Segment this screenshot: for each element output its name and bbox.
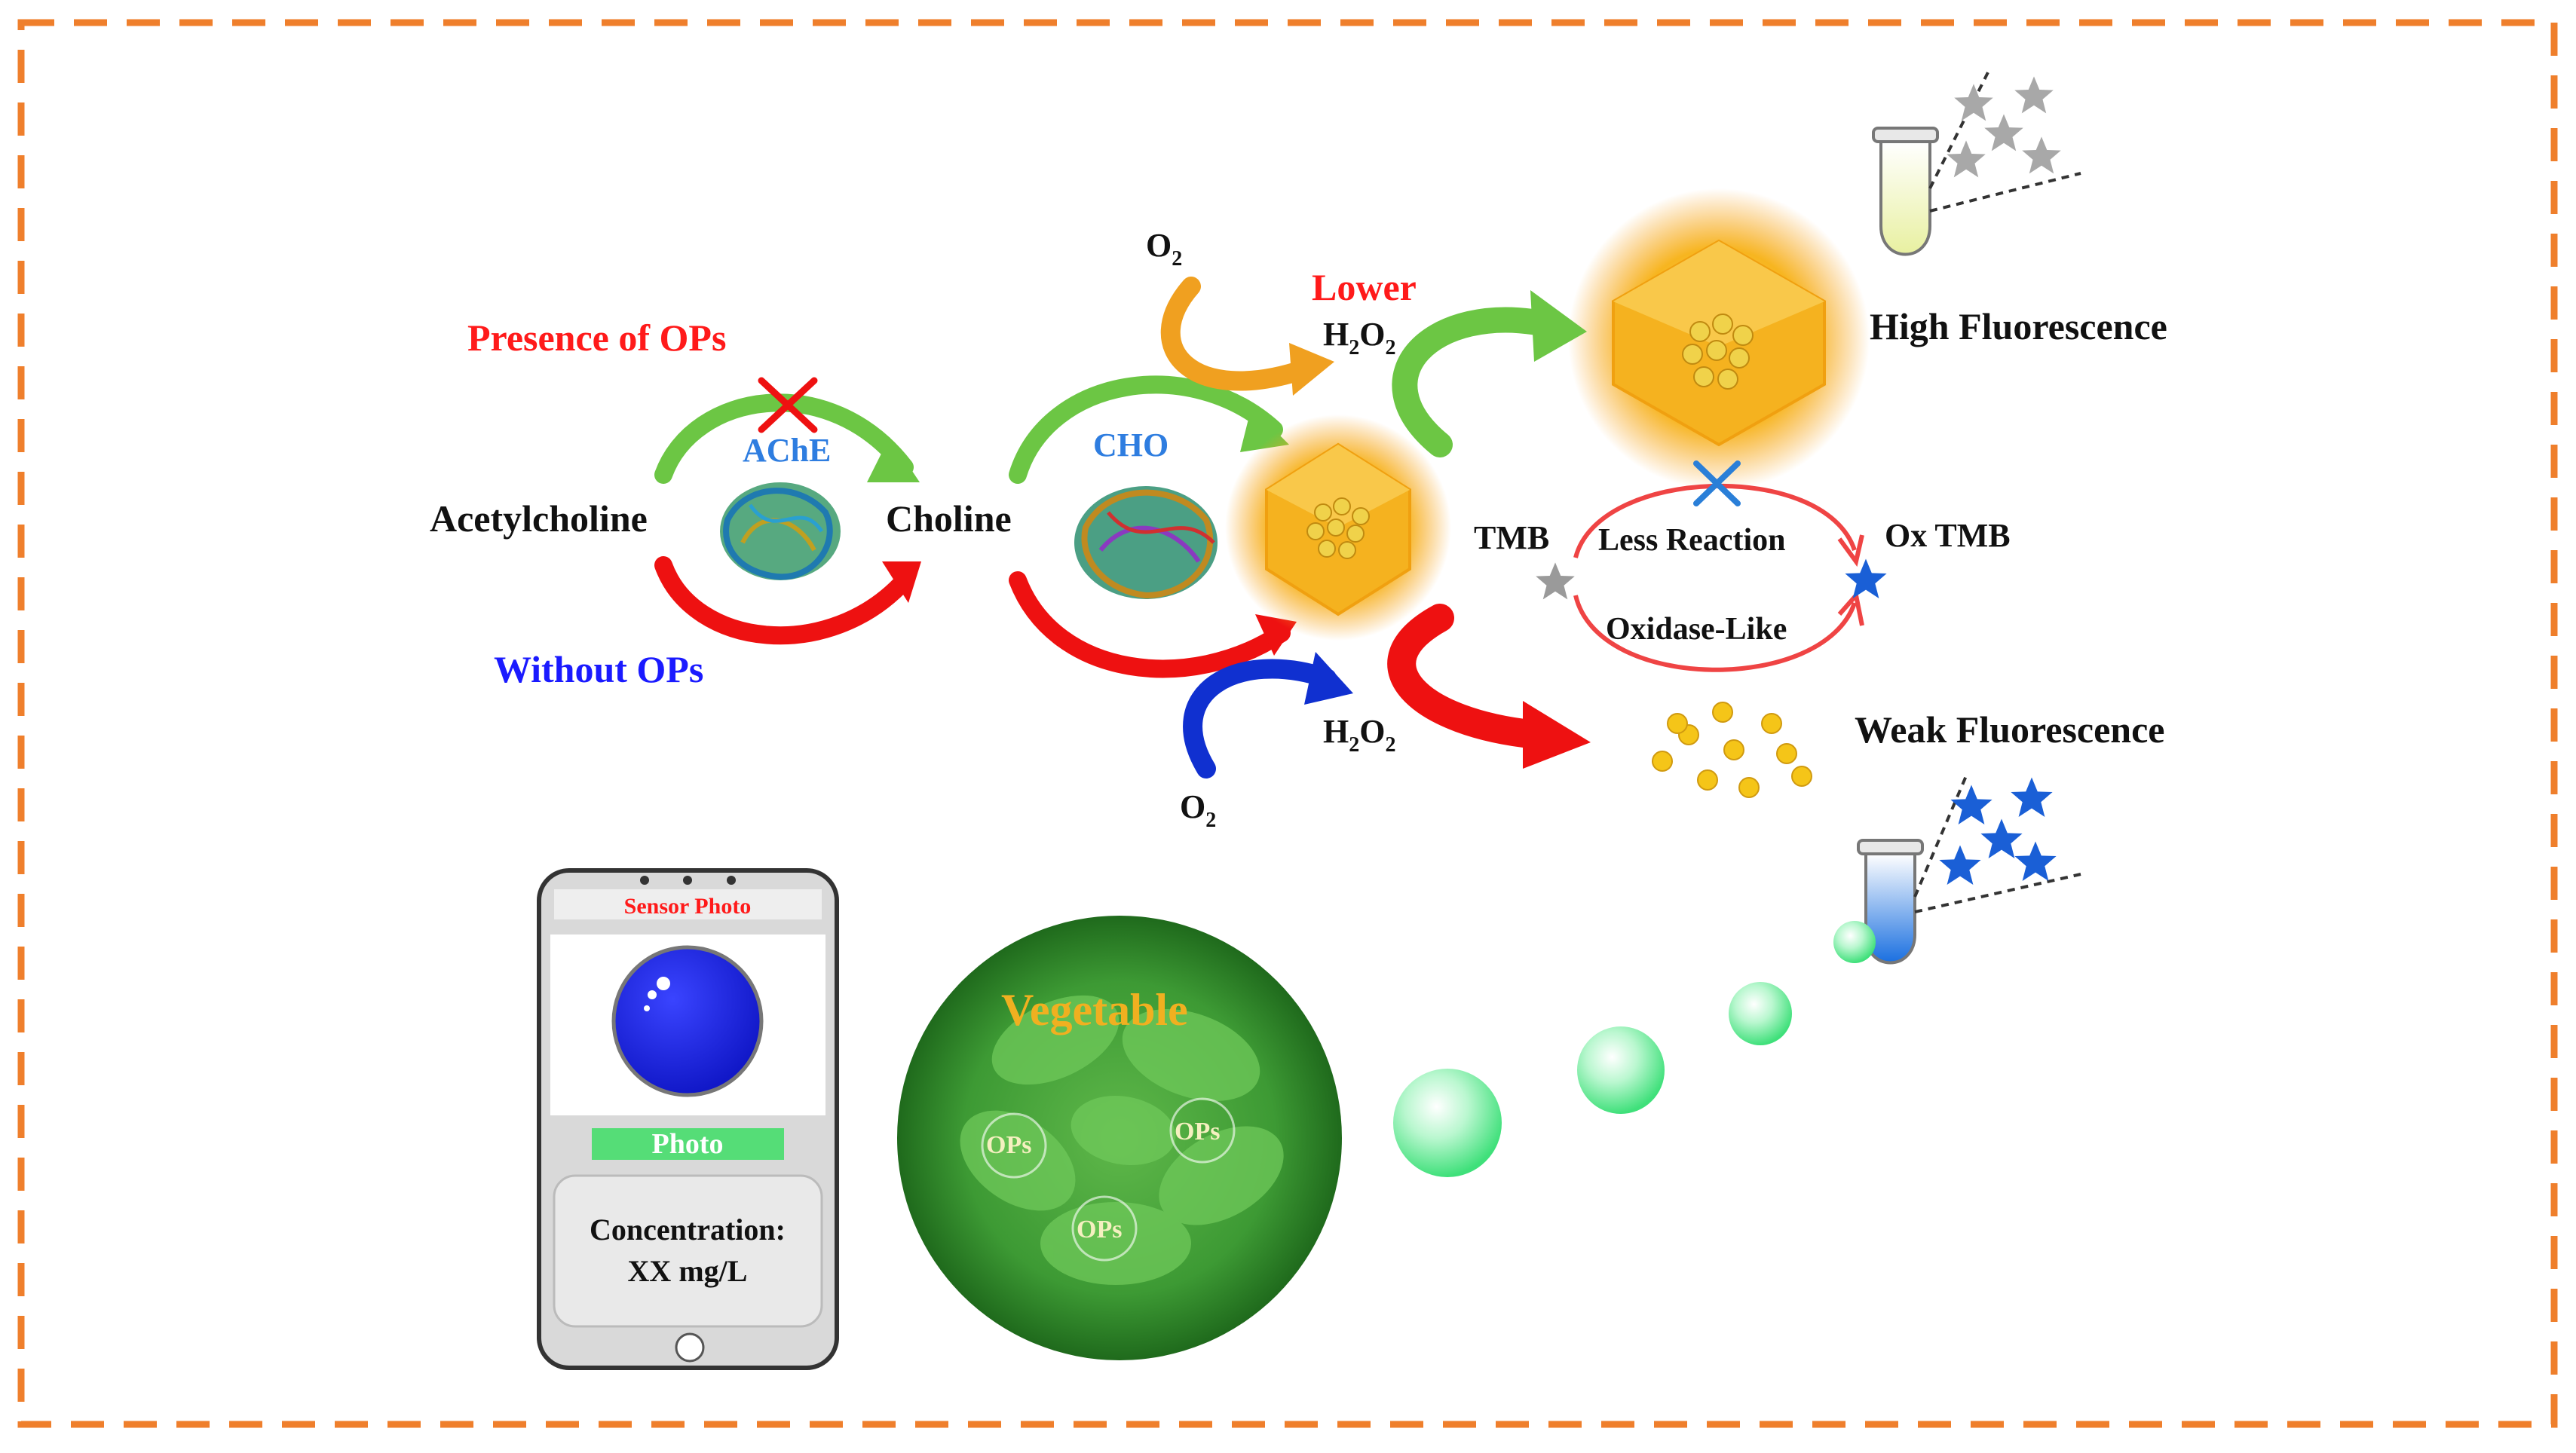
red-arrowhead-weak: [1523, 701, 1591, 769]
ache-cycle: [654, 377, 921, 645]
label-h2o2-top: H2O2: [1323, 316, 1395, 359]
phone-header-text: Sensor Photo: [624, 894, 752, 919]
label-presence-ops: Presence of OPs: [467, 317, 726, 359]
dispersed-nanoparticles: [1652, 702, 1812, 798]
ache-protein-icon: [720, 482, 841, 580]
label-ops-2: OPs: [1175, 1118, 1220, 1146]
cho-protein-icon: [1074, 486, 1218, 599]
phone-concentration-label: Concentration:: [590, 1213, 786, 1247]
phone-home-button[interactable]: [675, 1332, 705, 1363]
blue-o2-arrow: [1183, 659, 1337, 779]
red-arc-bottom-left: [654, 556, 914, 645]
label-lower: Lower: [1312, 266, 1417, 308]
red-arc-bottom-mid: [1009, 571, 1291, 678]
nanoparticle-middle: [1225, 414, 1451, 641]
phone-concentration-value: XX mg/L: [628, 1254, 748, 1288]
label-weak-fluorescence: Weak Fluorescence: [1855, 708, 2165, 751]
green-arrowhead-left: [867, 437, 920, 482]
label-oxidase-like: Oxidase-Like: [1606, 612, 1787, 647]
label-without-ops: Without OPs: [494, 648, 703, 690]
photo-button[interactable]: [592, 1128, 784, 1160]
label-tmb: TMB: [1474, 519, 1549, 556]
label-ache: AChE: [743, 432, 831, 469]
bubbles: [1393, 921, 1876, 1177]
label-o2-bottom: O2: [1180, 788, 1216, 832]
oxtmb-blue-star-icon: [1845, 558, 1887, 598]
tmb-gray-star-icon: [1536, 562, 1575, 600]
green-arc-top-left: [654, 393, 914, 484]
green-arc-top-mid: [1009, 375, 1283, 484]
red-arrow-weak: [1387, 604, 1552, 749]
green-arrowhead-high: [1530, 290, 1587, 362]
label-ops-1: OPs: [986, 1131, 1031, 1159]
red-arrowhead-left: [882, 561, 921, 603]
label-acetylcholine: Acetylcholine: [430, 497, 648, 540]
label-choline: Choline: [886, 497, 1012, 540]
tube-high-fluorescence: [1872, 67, 2081, 256]
blue-arrowhead: [1304, 652, 1353, 705]
sensor-photo-circle: [611, 945, 764, 1097]
vegetable-image: [897, 916, 1342, 1360]
label-ox-tmb: Ox TMB: [1885, 517, 2011, 554]
tmb-cycle: [1536, 460, 1887, 672]
label-less-reaction: Less Reaction: [1598, 523, 1785, 558]
green-arrow-high: [1392, 307, 1558, 457]
phone-photo-label: Photo: [652, 1128, 724, 1160]
label-cho: CHO: [1093, 427, 1169, 463]
label-vegetable: Vegetable: [1001, 985, 1188, 1035]
inhibit-x-icon: [758, 377, 818, 433]
label-ops-3: OPs: [1077, 1216, 1122, 1243]
dashed-frame: [17, 19, 2558, 1428]
concentration-panel: [553, 1174, 823, 1328]
orange-arrowhead: [1289, 343, 1334, 396]
cho-cycle: [1009, 375, 1297, 678]
label-high-fluorescence: High Fluorescence: [1870, 305, 2167, 347]
orange-o2-arrow: [1160, 277, 1314, 391]
blocked-x-icon: [1693, 460, 1741, 506]
label-o2-top: O2: [1146, 227, 1182, 271]
tmb-arc-bottom: [1573, 595, 1857, 672]
smartphone: [537, 868, 839, 1370]
tube-weak-fluorescence: [1857, 772, 2081, 965]
label-h2o2-bottom: H2O2: [1323, 713, 1395, 757]
nanoparticle-large: [1568, 188, 1870, 490]
